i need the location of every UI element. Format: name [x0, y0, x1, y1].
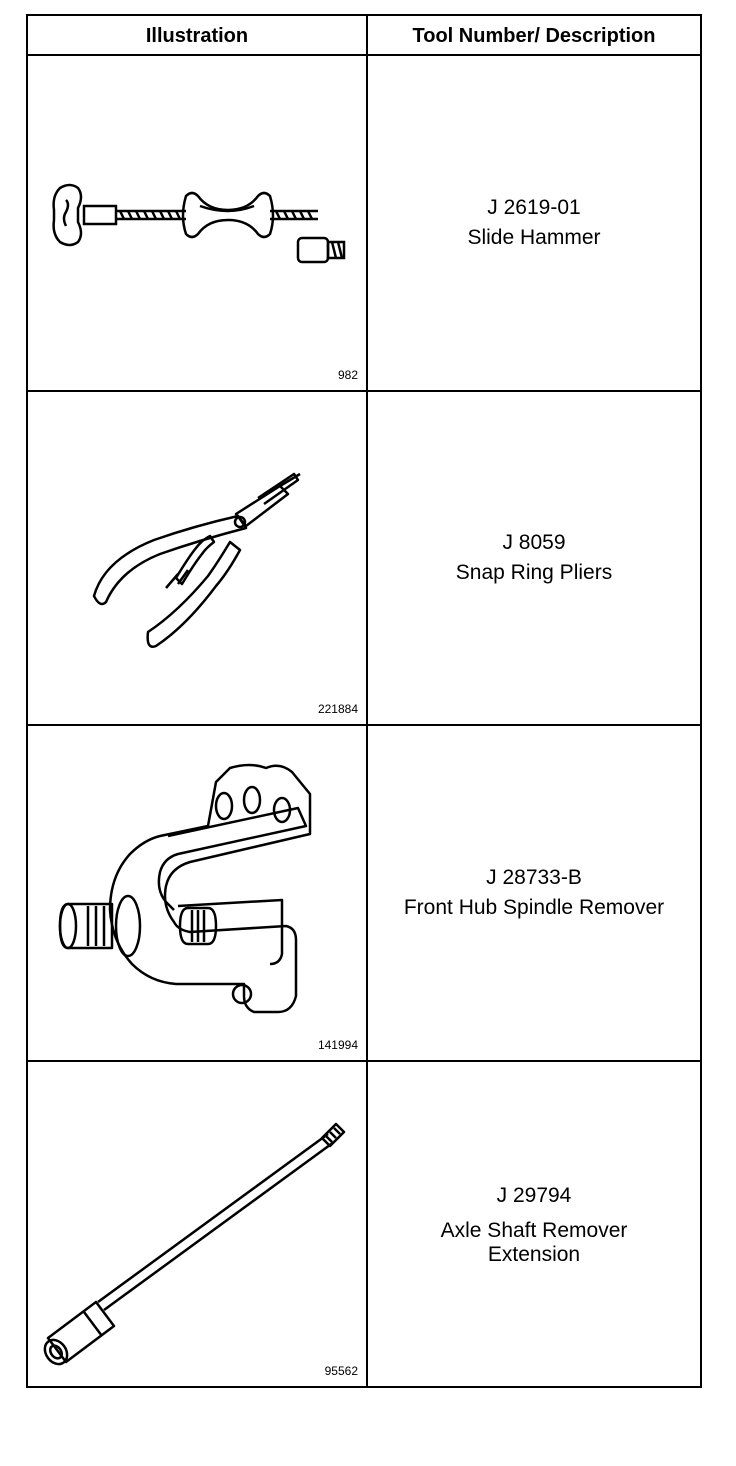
- table-row: 982 J 2619-01 Slide Hammer: [28, 56, 700, 390]
- tool-description: Front Hub Spindle Remover: [403, 896, 665, 919]
- illustration-cell: 982: [28, 56, 368, 390]
- illustration-cell: 141994: [28, 726, 368, 1060]
- figure-number: 221884: [317, 702, 358, 716]
- tool-number: J 2619-01: [487, 196, 581, 219]
- hub-spindle-remover-icon: [58, 763, 312, 1014]
- description-cell: J 28733-B Front Hub Spindle Remover: [368, 726, 700, 1060]
- snap-ring-pliers-icon: [92, 472, 301, 648]
- figure-number: 982: [337, 368, 358, 382]
- tool-description: Slide Hammer: [467, 226, 601, 249]
- tool-number: J 29794: [496, 1184, 572, 1207]
- tool-description: Snap Ring Pliers: [455, 561, 613, 584]
- figure-number: 95562: [324, 1364, 358, 1378]
- table-row: 221884 J 8059 Snap Ring Pliers: [28, 392, 700, 724]
- header-description: Tool Number/ Description: [412, 24, 656, 47]
- tool-table: Illustration Tool Number/ Description: [26, 14, 702, 1388]
- illustration-cell: 221884: [28, 392, 368, 724]
- description-cell: J 29794 Axle Shaft Remover Extension: [368, 1062, 700, 1386]
- illustration-cell: 95562: [28, 1062, 368, 1386]
- description-cell: J 2619-01 Slide Hammer: [368, 56, 700, 390]
- axle-shaft-extension-icon: [43, 1122, 346, 1366]
- tool-number: J 8059: [502, 531, 566, 554]
- table-row: 95562 J 29794 Axle Shaft Remover Extensi…: [28, 1062, 700, 1386]
- figure-number: 141994: [317, 1038, 358, 1052]
- row-divider: [28, 724, 700, 726]
- tool-number: J 28733-B: [486, 866, 582, 889]
- description-cell: J 8059 Snap Ring Pliers: [368, 392, 700, 724]
- row-divider: [28, 390, 700, 392]
- row-divider: [28, 1060, 700, 1062]
- table-row: 141994 J 28733-B Front Hub Spindle Remov…: [28, 726, 700, 1060]
- tool-description-continued: Extension: [487, 1243, 581, 1266]
- slide-hammer-icon: [52, 183, 346, 264]
- tool-description: Axle Shaft Remover: [440, 1219, 628, 1242]
- header-divider: [28, 54, 700, 56]
- header-illustration: Illustration: [28, 16, 368, 56]
